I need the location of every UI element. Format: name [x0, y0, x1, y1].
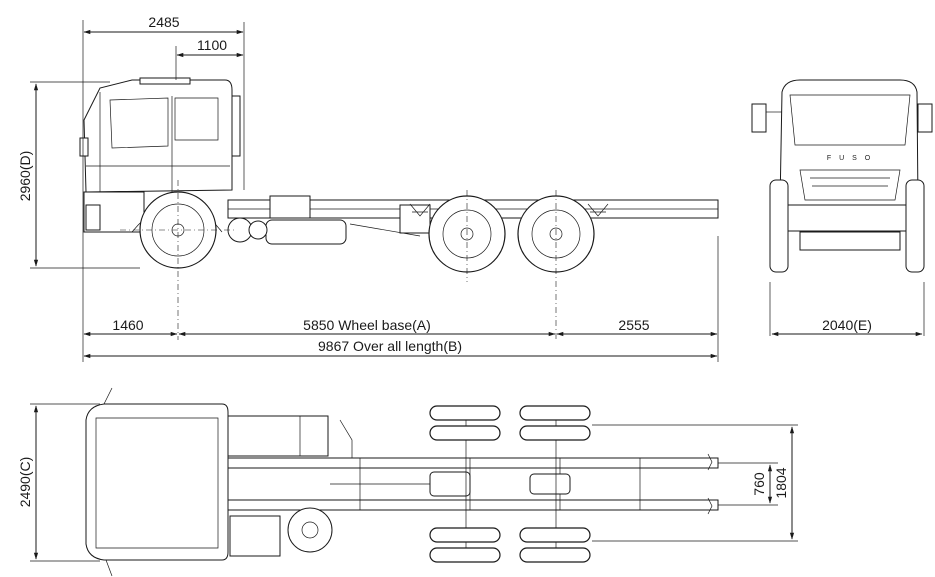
dim-wheel-base: 5850 Wheel base(A) [303, 317, 431, 333]
top-view: 2490(C) 760 1804 [17, 387, 798, 577]
dim-rear-track: 2040(E) [822, 317, 872, 333]
dim-front-overhang: 1460 [112, 317, 143, 333]
dim-2485: 2485 [148, 14, 179, 30]
dim-1100: 1100 [197, 37, 227, 53]
dim-frame-inner: 760 [751, 472, 767, 496]
grille-lettering: F U S O [827, 155, 873, 162]
dim-height: 2960(D) [17, 151, 33, 202]
dim-overall-width: 2490(C) [17, 457, 33, 508]
dim-overall-length: 9867 Over all length(B) [318, 338, 462, 354]
front-view: F U S O 2040(E) [751, 79, 933, 337]
dim-rear-overhang: 2555 [618, 317, 649, 333]
side-view: 2485 1100 2960(D) 1460 5850 Wheel base(A… [17, 14, 719, 362]
rear-tires-top [429, 405, 591, 563]
dim-frame-outer: 1804 [773, 467, 789, 498]
